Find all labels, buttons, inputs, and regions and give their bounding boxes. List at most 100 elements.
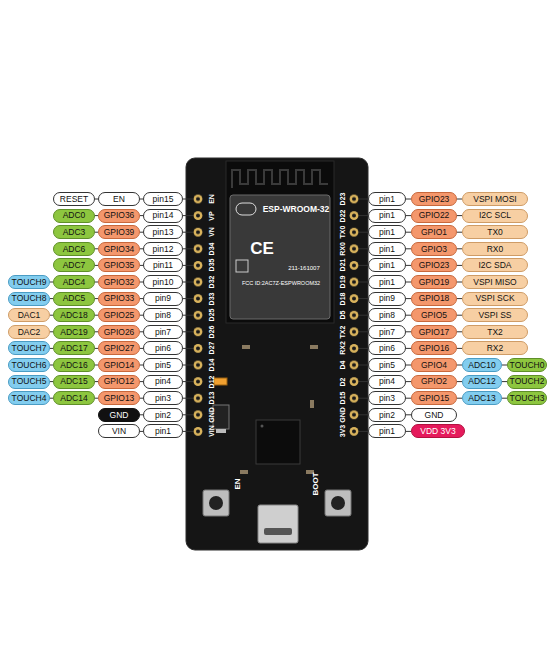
silkscreen-label: D18 [339,292,346,305]
pin-label: I2C SCL [462,209,528,223]
leader-lines [183,199,193,431]
chip-dot [261,425,264,428]
pin-label-text: pin11 [153,261,173,270]
silkscreen-label: TX0 [339,226,346,239]
pin-label: GND [98,408,140,422]
pin-label: pin12 [143,242,183,256]
pin-label-text: GPIO27 [104,344,135,353]
pin-label: TOUCH6 [8,358,50,372]
module-pcb [226,161,334,323]
pin-label: GPIO33 [98,292,140,306]
boot-button [325,490,351,516]
pin-label-text: GPIO15 [419,394,450,403]
pin-label-text: GPIO23 [419,261,450,270]
pin-label-text: ADC4 [63,278,86,287]
silkscreen-label: D14 [208,359,215,372]
pin-label: ADC12 [462,375,502,389]
pin-label: TX0 [462,225,528,239]
pin-label: ADC13 [462,391,502,405]
button-cap [209,496,223,510]
smd-part [240,470,248,474]
pin-label: GPIO13 [98,391,140,405]
pin-label-text: pin1 [155,427,171,436]
pin-label-text: RESET [60,195,88,204]
pin-label: pin11 [143,258,183,272]
pin-label: GPIO22 [411,209,457,223]
pin-label: RESET [53,192,95,206]
pin-label-text: TOUCH4 [12,394,47,403]
silkscreen-label: VP [208,211,215,220]
pin-label-text: pin4 [155,377,171,386]
pin-label: GND [411,408,457,422]
pin-label: GPIO34 [98,242,140,256]
pin-label-text: pin1 [379,261,395,270]
pin-label: TOUCH2 [507,375,547,389]
pin-label-text: pin1 [379,278,395,287]
pin-label-text: pin9 [379,294,395,303]
pin-label-text: pin1 [379,195,395,204]
right-header [348,191,360,440]
pin-label: GPIO16 [411,341,457,355]
pin-label: VDD 3V3 [411,424,465,438]
pin-label: GPIO26 [98,325,140,339]
pin-label-text: pin1 [379,211,395,220]
silkscreen-label: VIN [208,426,215,438]
pin-label-text: ADC3 [63,228,86,237]
pin-label-text: TOUCH2 [510,377,545,386]
pin-label: pin1 [368,192,406,206]
silkscreen-label: D23 [339,193,346,206]
silkscreen-label: D22 [339,209,346,222]
pin-label: DAC2 [8,325,50,339]
pin-label-text: pin10 [153,278,174,287]
pin-label-text: pin4 [379,377,395,386]
pin-label-text: VSPI MISO [473,278,516,287]
pin-label: pin5 [143,358,183,372]
pin-label-text: pin3 [379,394,395,403]
usb-slot [264,528,292,535]
pin-label-text: GND [425,411,444,420]
pin-label: TOUCH3 [507,391,547,405]
pin-label-text: pin12 [153,245,174,254]
pin-label: ADC18 [53,308,95,322]
pin-label-text: GPIO18 [419,294,450,303]
pin-label-text: GPIO32 [104,278,135,287]
led [214,378,227,385]
pin-label-text: TOUCH8 [12,294,47,303]
pin-label-text: VSPI MOSI [473,195,516,204]
pin-label-text: GPIO33 [104,294,135,303]
pin-label: I2C SDA [462,258,528,272]
pin-label-text: I2C SCL [479,211,511,220]
pin-label: ADC10 [462,358,502,372]
pin-label-text: ADC19 [60,328,87,337]
pin-label: ADC7 [53,258,95,272]
pin-label: pin3 [143,391,183,405]
pin-label: pin1 [143,424,183,438]
pin-label-text: EN [113,195,125,204]
pin-label: GPIO19 [411,275,457,289]
silkscreen-label: D21 [339,259,346,272]
pin-label-text: ADC15 [60,377,87,386]
silkscreen-label: GND [208,407,215,423]
pin-label-text: GPIO1 [421,228,447,237]
pin-label-text: RX0 [487,245,504,254]
pin-label-text: pin8 [155,311,171,320]
pin-label: pin1 [368,209,406,223]
pin-label-text: RX2 [487,344,504,353]
pin-label-text: TOUCH6 [12,361,47,370]
pin-label-text: ADC10 [468,361,495,370]
pin-label: RX2 [462,341,528,355]
silkscreen-label: 211-161007 [288,265,320,271]
pin-label-text: DAC1 [18,311,41,320]
pin-label: pin14 [143,209,183,223]
pin-label: VSPI MISO [462,275,528,289]
pin-label-text: pin13 [153,228,174,237]
pin-label-text: VSPI SS [478,311,511,320]
pin-label-text: ADC12 [468,377,495,386]
pin-label: pin4 [368,375,406,389]
pin-label: pin13 [143,225,183,239]
pin-label: GPIO1 [411,225,457,239]
silkscreen-label: 3V3 [339,425,346,437]
pin-label: pin7 [143,325,183,339]
silkscreen-label: GND [339,407,346,423]
